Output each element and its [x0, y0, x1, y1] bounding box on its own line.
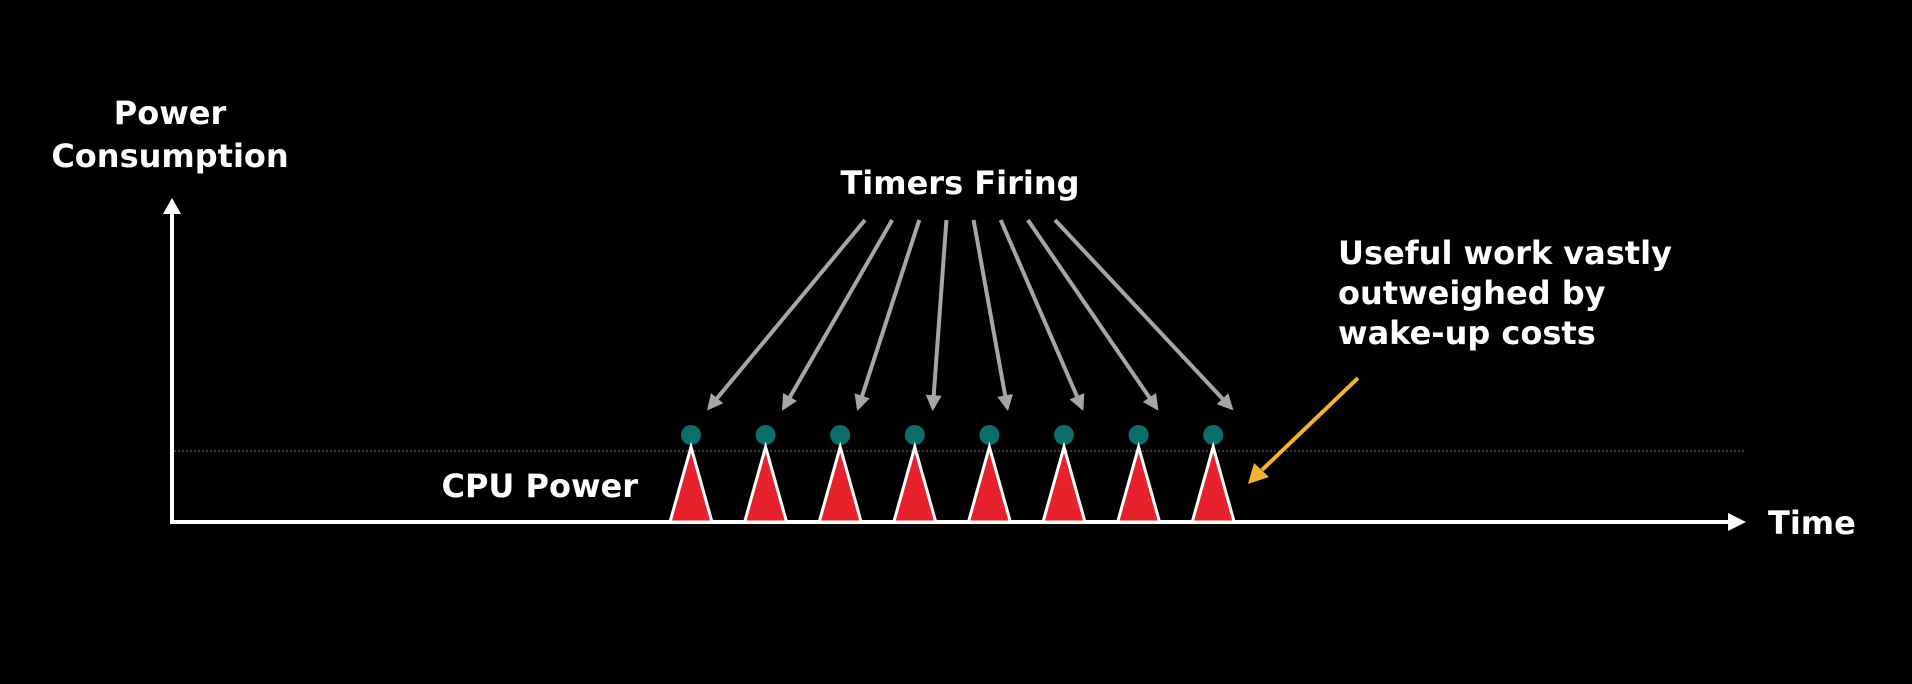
y-axis-label-line2: Consumption — [51, 137, 288, 175]
timer-arrow — [854, 219, 922, 412]
timer-dot — [1203, 425, 1224, 445]
timer-arrow — [971, 219, 1014, 412]
timers-firing-label: Timers Firing — [840, 164, 1079, 202]
cpu-power-spike — [817, 441, 864, 524]
power-spikes — [668, 441, 1237, 524]
y-axis-label-line1: Power — [114, 94, 227, 132]
timer-arrows — [706, 218, 1234, 412]
y-axis-arrowhead — [163, 198, 181, 214]
cpu-power-spike — [1041, 441, 1087, 524]
timer-dot — [681, 425, 701, 445]
cpu-power-spike — [668, 441, 714, 524]
cpu-power-spike — [1190, 441, 1237, 524]
timer-dot — [1128, 425, 1149, 445]
timer-dots — [681, 425, 1224, 445]
timer-arrow — [1053, 218, 1234, 411]
note-line-3: wake-up costs — [1338, 314, 1596, 352]
note-arrow — [1260, 376, 1360, 472]
timer-arrow — [998, 219, 1085, 411]
cpu-power-spike — [966, 441, 1013, 524]
note-line-1: Useful work vastly — [1338, 234, 1672, 272]
x-axis-label: Time — [1768, 504, 1856, 542]
cpu-power-spike — [742, 441, 789, 524]
timer-dot — [904, 425, 925, 445]
x-axis-arrowhead — [1728, 513, 1746, 531]
cpu-power-spike — [1115, 441, 1162, 524]
timer-arrow — [706, 218, 867, 411]
note-line-2: outweighed by — [1338, 274, 1606, 312]
cpu-power-label: CPU Power — [441, 467, 638, 505]
timer-arrow — [781, 218, 894, 411]
cpu-power-spike — [891, 441, 938, 524]
timer-arrow — [1026, 218, 1159, 411]
note-arrowhead — [1248, 463, 1269, 484]
timer-arrow — [925, 219, 949, 412]
timer-dot — [1054, 425, 1074, 445]
timer-dot — [755, 425, 776, 445]
timer-dot — [979, 425, 1000, 445]
timer-dot — [830, 425, 851, 445]
